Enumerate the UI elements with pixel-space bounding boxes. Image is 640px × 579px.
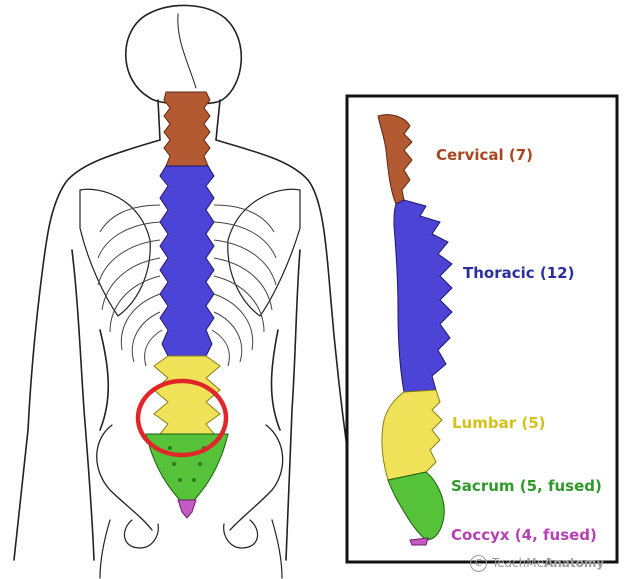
body-outline xyxy=(13,4,355,579)
lateral-thoracic xyxy=(393,199,453,393)
rib-cage xyxy=(97,204,277,367)
body-lumbar-vertebrae xyxy=(153,355,221,435)
label-sacrum: Sacrum (5, fused) xyxy=(451,477,602,495)
body-coccyx xyxy=(177,499,197,519)
lateral-spine xyxy=(377,114,453,546)
label-thoracic: Thoracic (12) xyxy=(463,264,575,282)
highlight-circle xyxy=(135,378,229,458)
label-lumbar: Lumbar (5) xyxy=(452,414,546,432)
watermark: C TeachMeAnatomy xyxy=(470,555,604,572)
label-cervical: Cervical (7) xyxy=(436,146,534,164)
body-thoracic-vertebrae xyxy=(159,165,215,357)
body-spine xyxy=(145,91,229,519)
watermark-brand: Anatomy xyxy=(543,556,605,570)
label-coccyx: Coccyx (4, fused) xyxy=(451,526,597,544)
copyright-icon: C xyxy=(470,555,487,572)
watermark-prefix: TeachMe xyxy=(492,556,544,570)
lateral-coccyx xyxy=(409,537,429,546)
body-cervical-vertebrae xyxy=(163,91,211,167)
lateral-lumbar xyxy=(381,389,443,481)
